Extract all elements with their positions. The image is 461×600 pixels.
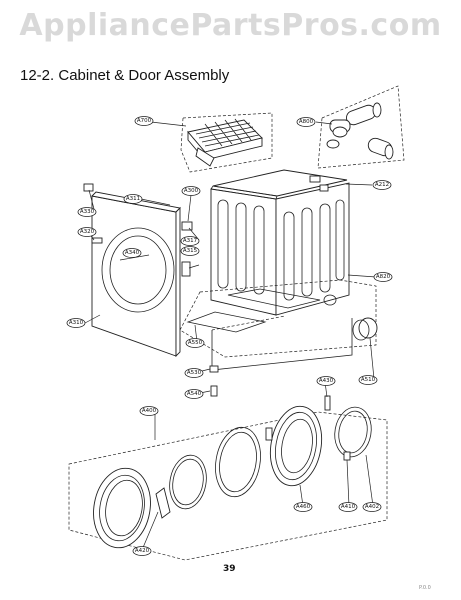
svg-text:A510: A510 <box>361 377 376 383</box>
svg-text:A400: A400 <box>142 408 157 414</box>
callout-a212: A212 <box>372 180 392 190</box>
callout-a402: A402 <box>362 502 382 512</box>
corner-note: P.0.0 <box>419 585 431 591</box>
callout-a800: A800 <box>296 117 316 127</box>
callout-a400: A400 <box>139 406 159 416</box>
svg-text:A311: A311 <box>126 196 140 202</box>
leader-lines <box>84 121 377 551</box>
callout-a330: A330 <box>77 207 97 217</box>
callout-a430: A430 <box>316 376 336 386</box>
section-title: 12-2. Cabinet & Door Assembly <box>20 67 230 84</box>
svg-text:A460: A460 <box>296 504 311 510</box>
svg-text:A320: A320 <box>80 229 95 235</box>
svg-text:A530: A530 <box>187 370 202 376</box>
callout-a460: A460 <box>293 502 313 512</box>
svg-text:A300: A300 <box>184 188 199 194</box>
svg-text:A315: A315 <box>183 248 198 254</box>
front-panel <box>91 191 193 358</box>
callout-a340: A340 <box>122 248 142 258</box>
svg-text:A317: A317 <box>183 238 198 244</box>
callout-a550: A550 <box>185 338 205 348</box>
svg-text:A550: A550 <box>188 340 203 346</box>
svg-text:A820: A820 <box>376 274 391 280</box>
screw-part <box>91 237 103 244</box>
callout-a315: A315 <box>180 246 200 256</box>
svg-text:A402: A402 <box>365 504 379 510</box>
svg-text:A410: A410 <box>341 504 356 510</box>
page-number: 39 <box>223 564 236 574</box>
callout-a510: A510 <box>358 375 378 385</box>
svg-text:A430: A430 <box>319 378 334 384</box>
callout-a311: A311 <box>123 194 143 204</box>
svg-text:A330: A330 <box>80 209 95 215</box>
callout-a410: A410 <box>338 502 358 512</box>
door-assembly <box>93 395 372 549</box>
svg-text:A420: A420 <box>135 548 150 554</box>
svg-text:A800: A800 <box>299 119 314 125</box>
callout-a420: A420 <box>132 546 152 556</box>
svg-text:A212: A212 <box>375 182 389 188</box>
svg-text:A700: A700 <box>137 118 152 124</box>
svg-text:A340: A340 <box>125 250 140 256</box>
exhaust-duct <box>326 102 394 160</box>
callout-a317: A317 <box>180 236 200 246</box>
callout-a300: A300 <box>181 186 201 196</box>
heater-assembly <box>187 118 263 167</box>
cabinet <box>210 169 350 316</box>
callout-a540: A540 <box>184 389 204 399</box>
callout-a320: A320 <box>77 227 97 237</box>
callout-a530: A530 <box>184 368 204 378</box>
svg-text:A310: A310 <box>69 320 84 326</box>
hinge-part <box>83 183 94 192</box>
svg-text:A540: A540 <box>187 391 202 397</box>
callout-a310: A310 <box>66 318 86 328</box>
watermark: AppliancePartsPros.com <box>19 8 442 43</box>
callout-a820: A820 <box>373 272 393 282</box>
callout-a700: A700 <box>134 116 154 126</box>
